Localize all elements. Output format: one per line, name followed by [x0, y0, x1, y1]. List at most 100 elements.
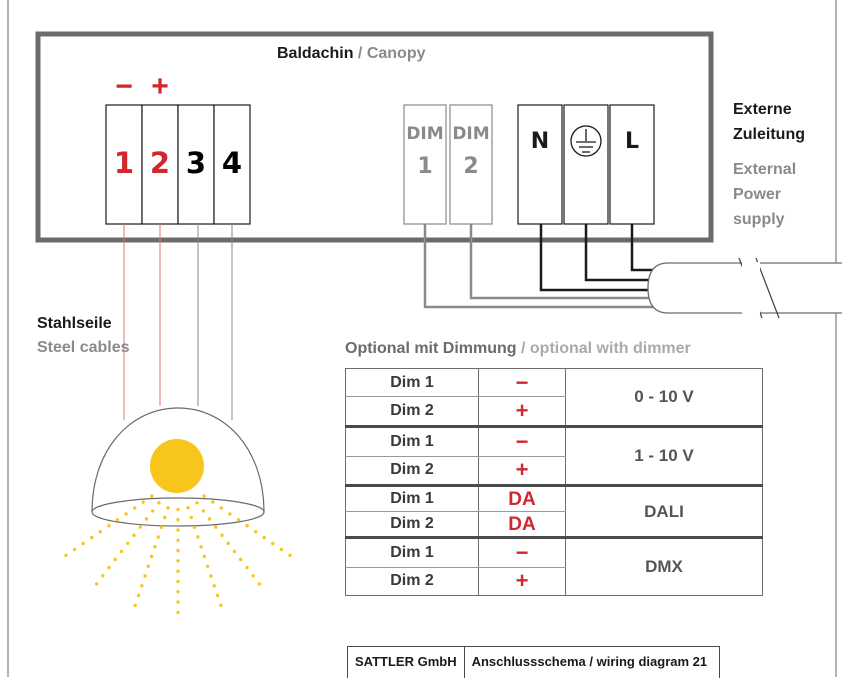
light-ray-dot: [193, 526, 196, 529]
light-ray-dot: [114, 558, 117, 561]
light-ray-dot: [139, 525, 142, 528]
light-ray-dot: [190, 516, 193, 519]
dimming-heading-en: optional with dimmer: [530, 340, 691, 357]
light-ray-dot: [271, 542, 274, 545]
light-ray-dot: [176, 508, 179, 511]
light-ray-dot: [150, 555, 153, 558]
light-ray-dot: [203, 555, 206, 558]
light-ray-dot: [142, 500, 145, 503]
light-ray-dot: [73, 548, 76, 551]
canopy-title: Baldachin / Canopy: [277, 45, 425, 63]
light-ray-dot: [157, 501, 160, 504]
light-ray-dot: [157, 535, 160, 538]
terminal-n: [518, 105, 562, 224]
light-ray-dot: [209, 574, 212, 577]
light-ray-dot: [151, 509, 154, 512]
light-ray-dot: [176, 539, 179, 542]
dimming-heading: Optional mit Dimmung / optional with dim…: [345, 340, 691, 358]
lamp-rim: [92, 498, 264, 526]
light-ray-dot: [90, 536, 93, 539]
table-row: Dim 1 − 1 - 10 V: [346, 426, 763, 456]
light-ray-dot: [245, 566, 248, 569]
light-ray-dot: [216, 594, 219, 597]
terminal-1-sign: −: [109, 72, 139, 102]
light-ray-dot: [107, 524, 110, 527]
light-ray-dot: [186, 506, 189, 509]
light-ray-dot: [176, 600, 179, 603]
light-ray-dot: [163, 516, 166, 519]
sign-cell: DA: [479, 486, 566, 512]
sign-cell: +: [479, 397, 566, 427]
light-ray-dot: [220, 534, 223, 537]
light-ray-dot: [137, 594, 140, 597]
light-ray-dot: [288, 554, 291, 557]
sign-cell: +: [479, 567, 566, 595]
mode-cell: 0 - 10 V: [566, 369, 763, 427]
light-ray-dot: [132, 534, 135, 537]
light-ray-dot: [176, 518, 179, 521]
light-ray-dot: [124, 512, 127, 515]
light-ray-dot: [252, 574, 255, 577]
dim1-cell: Dim 1: [346, 369, 479, 397]
external-cable: [648, 258, 842, 318]
external-de-line1: Externe: [733, 97, 805, 122]
light-ray-dot: [176, 549, 179, 552]
light-rays: [64, 494, 291, 614]
dim-terminal-2-label: DIM: [450, 126, 492, 143]
light-ray-dot: [206, 565, 209, 568]
light-ray-dot: [176, 570, 179, 573]
light-ray-dot: [64, 554, 67, 557]
light-ray-dot: [199, 545, 202, 548]
light-ray-dot: [166, 506, 169, 509]
light-ray-dot: [211, 500, 214, 503]
dim2-cell: Dim 2: [346, 456, 479, 486]
light-bulb: [150, 439, 204, 493]
power-terminal-block: [518, 105, 654, 224]
table-row: Dim 1 − 0 - 10 V: [346, 369, 763, 397]
external-en-line3: supply: [733, 207, 805, 232]
dim2-cell: Dim 2: [346, 567, 479, 595]
steel-cables-label: Stahlseile Steel cables: [37, 312, 130, 360]
mode-cell: 1 - 10 V: [566, 426, 763, 485]
sign-cell: −: [479, 426, 566, 456]
steel-cables-de: Stahlseile: [37, 312, 130, 336]
terminal-l: [610, 105, 654, 224]
steel-cables: [124, 224, 232, 420]
light-ray-dot: [153, 545, 156, 548]
dim-terminal-2-num: 2: [450, 156, 492, 178]
light-ray-dot: [219, 604, 222, 607]
light-ray-dot: [227, 542, 230, 545]
light-ray-dot: [95, 582, 98, 585]
terminal-2-sign: +: [145, 72, 175, 102]
light-ray-dot: [150, 494, 153, 497]
dim1-cell: Dim 1: [346, 426, 479, 456]
sign-cell: DA: [479, 512, 566, 538]
power-wires: [541, 224, 655, 290]
light-ray-dot: [99, 530, 102, 533]
company-name: SATTLER GmbH: [348, 647, 465, 678]
light-ray-dot: [140, 584, 143, 587]
terminal-4-label: 4: [215, 146, 249, 180]
dim-terminal-1-num: 1: [404, 156, 446, 178]
light-ray-dot: [116, 518, 119, 521]
dim2-cell: Dim 2: [346, 397, 479, 427]
external-de-line2: Zuleitung: [733, 122, 805, 147]
light-ray-dot: [228, 512, 231, 515]
dim-terminal-1-label: DIM: [404, 126, 446, 143]
light-ray-dot: [176, 559, 179, 562]
light-ray-dot: [220, 506, 223, 509]
mode-cell: DMX: [566, 537, 763, 595]
terminal-3-label: 3: [179, 146, 213, 180]
light-ray-dot: [258, 582, 261, 585]
light-ray-dot: [126, 542, 129, 545]
light-ray-dot: [145, 517, 148, 520]
light-ray-dot: [254, 530, 257, 533]
light-ray-dot: [213, 584, 216, 587]
terminal-1-label: 1: [107, 146, 141, 180]
wire-l: [632, 224, 655, 270]
dimming-heading-de: Optional mit Dimmung: [345, 340, 517, 357]
light-ray-dot: [120, 550, 123, 553]
light-ray-dot: [82, 542, 85, 545]
terminal-2-label: 2: [143, 146, 177, 180]
terminal-n-label: N: [520, 129, 560, 154]
